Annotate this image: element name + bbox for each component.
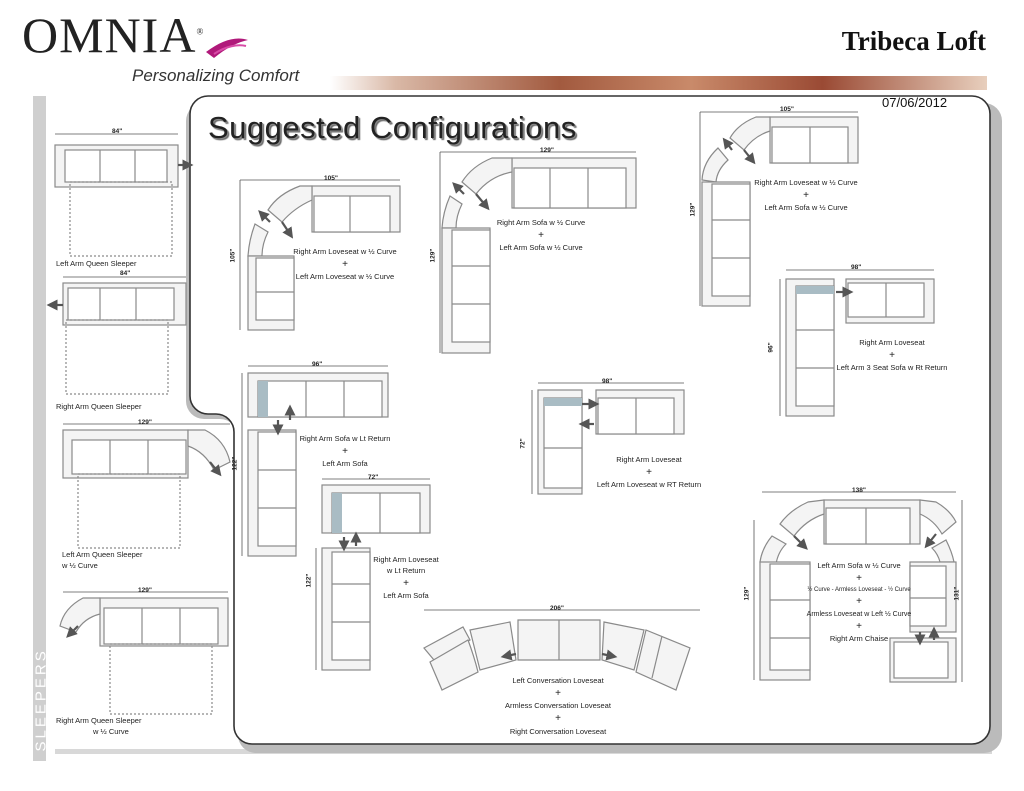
sleepers-sidebar <box>33 96 46 761</box>
registered-mark: ® <box>196 26 205 37</box>
dim-label: 105" <box>229 248 237 263</box>
tagline: Personalizing Comfort <box>132 66 300 85</box>
config-caption: Left Arm Sofa w ½ Curve+½ Curve - Armles… <box>806 561 912 644</box>
collection-title: Tribeca Loft <box>841 26 986 56</box>
dim-label: 129" <box>689 202 697 217</box>
config-sofa-lt-return <box>247 372 389 557</box>
config-loveseat-rt-return <box>537 389 685 495</box>
dim-label: 122" <box>231 456 239 471</box>
config-caption: Right Arm Loveseat w ½ Curve+Left Arm So… <box>754 178 858 213</box>
dim-label: 98" <box>851 264 862 271</box>
sleeper-left-arm-queen <box>54 144 179 257</box>
dim-label: 96" <box>312 361 323 368</box>
config-double-curve-chaise <box>759 499 957 683</box>
sleeper-left-arm-queen-half-curve <box>62 429 231 549</box>
leather-texture-band <box>330 76 987 90</box>
dim-label: 105" <box>780 106 794 113</box>
config-loveseat-curve-105 <box>247 185 401 331</box>
sleeper-caption: w ½ Curve <box>62 561 98 570</box>
config-caption: Right Arm Sofa w ½ Curve+Left Arm Sofa w… <box>496 218 586 253</box>
omnia-logo: OMNIA® <box>22 10 204 60</box>
sleeper-caption: Left Arm Queen Sleeper <box>62 550 143 559</box>
dimension-lines <box>55 111 963 682</box>
dim-label: 72" <box>519 438 527 449</box>
config-caption: Right Arm Loveseat+Left Arm Loveseat w R… <box>596 455 702 490</box>
sleeper-right-arm-queen <box>62 282 187 395</box>
dim-label: 96" <box>767 342 775 353</box>
configurations-heading: Suggested Configurations <box>208 110 577 145</box>
dim-label: 129" <box>138 419 152 426</box>
dim-label: 129" <box>540 147 554 154</box>
dim-label: 122" <box>305 573 313 588</box>
dim-label: 72" <box>368 474 379 481</box>
dim-label: 105" <box>324 175 338 182</box>
dim-label: 129" <box>429 248 437 263</box>
dim-label: 98" <box>602 378 613 385</box>
sleeper-caption: Right Arm Queen Sleeper <box>56 716 142 725</box>
connection-arrows <box>46 137 940 661</box>
config-loveseat-curve-sofa-105-129 <box>701 116 859 307</box>
sleeper-caption: w ½ Curve <box>93 727 129 736</box>
config-sofa-curve-129 <box>441 157 637 354</box>
sleeper-right-arm-queen-half-curve <box>59 597 229 715</box>
config-loveseat-lt-return <box>321 484 431 671</box>
dim-label: 84" <box>120 270 131 277</box>
logo-wordmark: OMNIA <box>22 7 197 63</box>
dim-label: 131" <box>953 586 961 601</box>
config-loveseat-3seat-return <box>785 278 935 417</box>
dim-label: 138" <box>852 487 866 494</box>
dim-label: 206" <box>550 605 564 612</box>
config-caption: Right Arm Loveseat w ½ Curve+Left Arm Lo… <box>293 247 397 282</box>
dim-label: 129" <box>743 586 751 601</box>
dim-label: 129" <box>138 587 152 594</box>
sleeper-caption: Right Arm Queen Sleeper <box>56 402 142 411</box>
config-caption: Left Conversation Loveseat+Armless Conve… <box>505 676 611 736</box>
date: 07/06/2012 <box>882 95 948 110</box>
sleeper-caption: Left Arm Queen Sleeper <box>56 259 137 268</box>
config-caption: Right Arm Loveseat+Left Arm 3 Seat Sofa … <box>836 338 948 373</box>
config-caption: Right Arm Sofa w Lt Return+Left Arm Sofa <box>299 434 391 469</box>
dim-label: 84" <box>112 128 123 135</box>
